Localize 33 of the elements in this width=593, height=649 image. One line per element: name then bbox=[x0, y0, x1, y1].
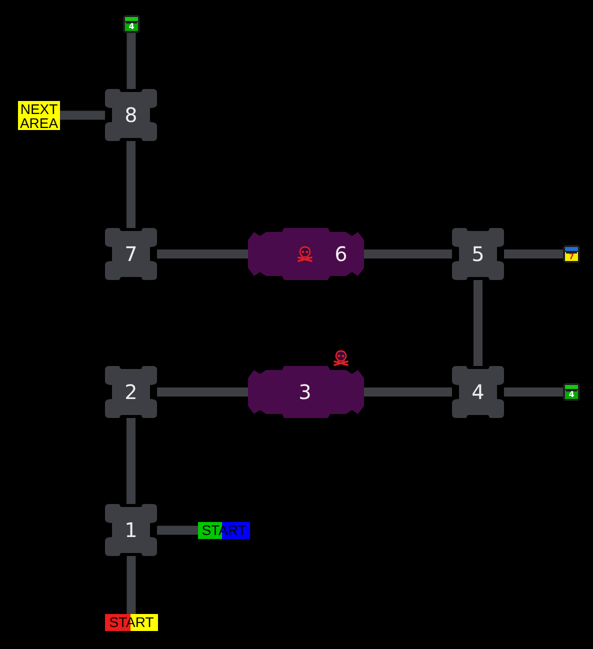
corridor bbox=[504, 388, 563, 396]
corridor bbox=[157, 526, 198, 535]
room-number: 8 bbox=[124, 104, 138, 126]
room-number: 5 bbox=[472, 243, 484, 265]
corridor bbox=[474, 280, 482, 366]
room-number: 3 bbox=[298, 381, 312, 403]
room-number: 6 bbox=[334, 243, 348, 265]
corridor bbox=[126, 556, 136, 614]
room-tile bbox=[105, 504, 157, 556]
chest-number: 4 bbox=[568, 391, 574, 399]
room-number: 2 bbox=[124, 381, 138, 403]
room-tile bbox=[105, 366, 157, 418]
room-tile bbox=[248, 366, 364, 418]
room-tile bbox=[452, 366, 504, 418]
chest-number: 7 bbox=[568, 253, 574, 261]
corridor bbox=[157, 250, 248, 258]
next-area-sign: NEXT AREA bbox=[18, 101, 60, 130]
corridor bbox=[126, 418, 136, 504]
corridor bbox=[364, 388, 452, 396]
corridor bbox=[364, 250, 452, 258]
corridor bbox=[504, 250, 563, 258]
room-number: 1 bbox=[124, 519, 138, 541]
corridor bbox=[60, 110, 105, 120]
chest-number: 4 bbox=[128, 23, 134, 31]
corridor bbox=[126, 141, 136, 228]
room-tile bbox=[105, 228, 157, 280]
room-number: 4 bbox=[472, 381, 484, 403]
corridor bbox=[126, 33, 136, 89]
room-tile bbox=[105, 89, 157, 141]
room-tile bbox=[248, 228, 364, 280]
room-number: 7 bbox=[124, 243, 138, 265]
corridor bbox=[157, 388, 248, 396]
room-tile bbox=[452, 228, 504, 280]
